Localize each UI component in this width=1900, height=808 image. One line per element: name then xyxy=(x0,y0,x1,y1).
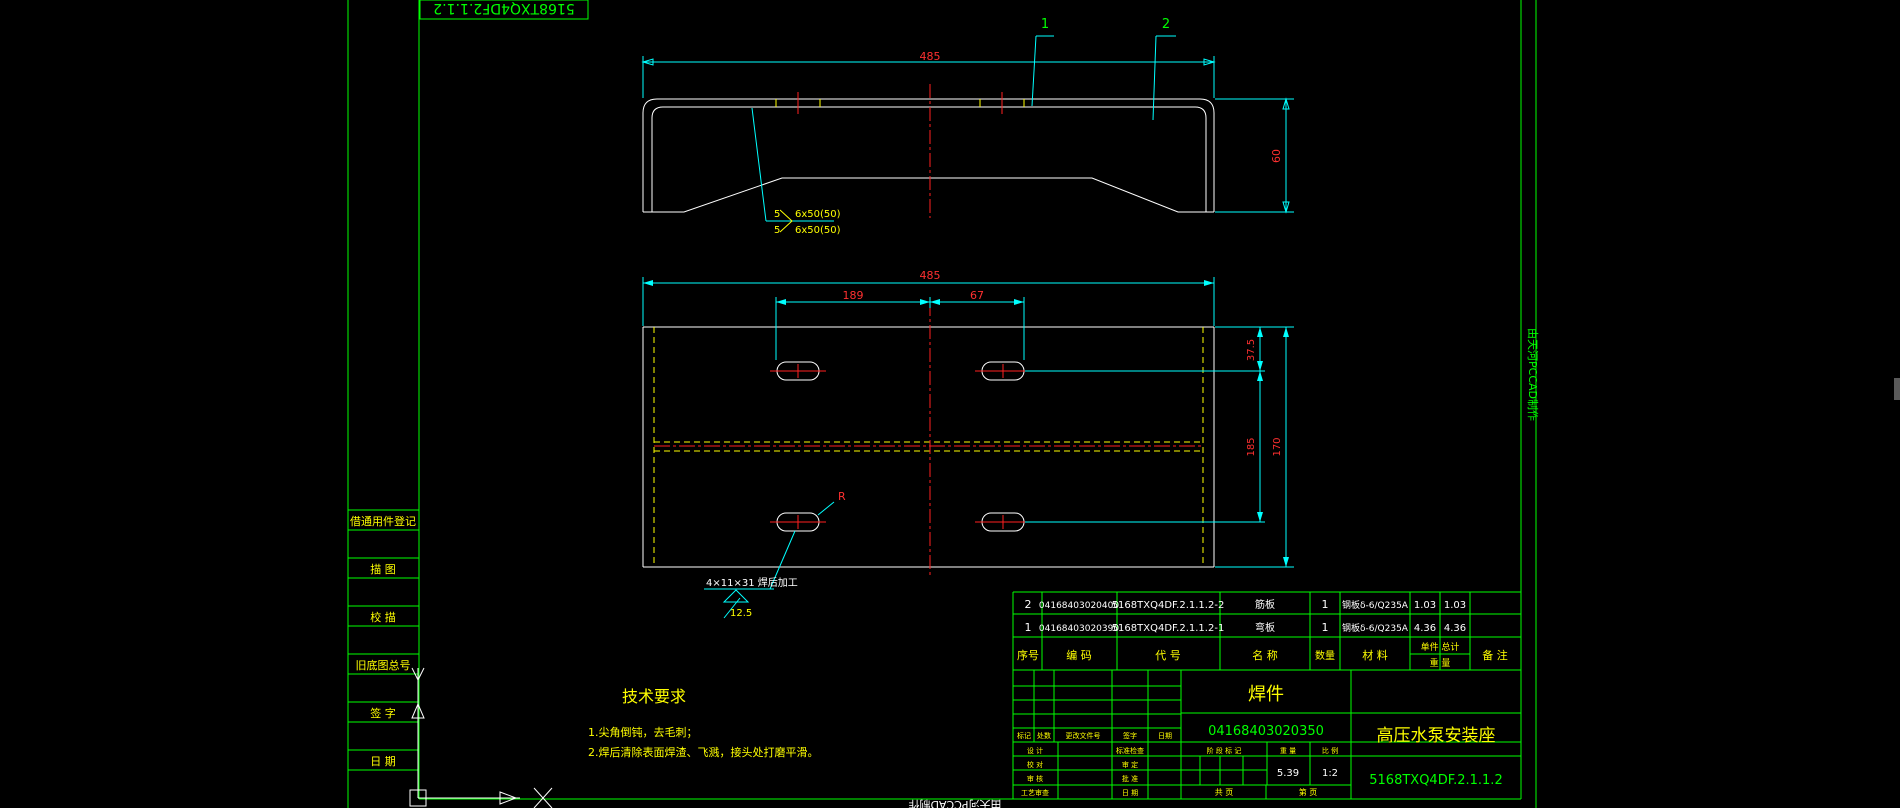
bottom-vertical-note: 由天河PCCAD制作 xyxy=(909,798,1002,808)
weld-bot-spec: 6x50(50) xyxy=(795,225,841,236)
sign-left-0: 设 计 xyxy=(1027,746,1043,755)
bom-r2-material: 钢板δ-6/Q235A xyxy=(1342,599,1409,611)
bom-r2-code: 04168403020400 xyxy=(1039,601,1119,611)
product-name: 高压水泵安装座 xyxy=(1377,726,1496,746)
tech-req-title: 技术要求 xyxy=(622,687,686,706)
bom-r1-name: 弯板 xyxy=(1255,621,1275,634)
weight-value: 5.39 xyxy=(1277,768,1299,779)
front-dim-length: 485 xyxy=(920,50,941,63)
radius-label: R xyxy=(838,490,846,503)
stamp-label-2: 校 描 xyxy=(370,610,396,624)
balloon-2: 2 xyxy=(1162,17,1170,32)
weld-top-num: 5 xyxy=(774,209,780,220)
sheet-total-label: 共 页 xyxy=(1215,788,1234,797)
scale-label: 比 例 xyxy=(1322,746,1338,755)
sheet-num-label: 第 页 xyxy=(1299,787,1318,797)
balloon-1: 1 xyxy=(1041,17,1049,32)
stage-label: 阶 段 标 记 xyxy=(1207,746,1242,755)
right-vertical-note: 由天河PCCAD制作 xyxy=(1526,328,1540,421)
top-dim-length: 485 xyxy=(920,269,941,282)
weld-top-spec: 6x50(50) xyxy=(795,209,841,220)
rev-label-1: 处数 xyxy=(1037,731,1051,740)
front-dim-height: 60 xyxy=(1270,149,1283,163)
scale-value: 1:2 xyxy=(1322,768,1338,779)
title-block-grid xyxy=(1013,670,1521,799)
bom-r1-qty: 1 xyxy=(1322,621,1329,634)
stamp-label-0: 借通用件登记 xyxy=(350,514,416,528)
top-dim-edge: 37.5 xyxy=(1246,339,1257,361)
front-view-part-outline xyxy=(642,84,1215,218)
part-name: 焊件 xyxy=(1248,684,1284,705)
rev-label-4: 日期 xyxy=(1158,732,1172,740)
weight-label: 重 量 xyxy=(1280,747,1296,755)
ucs-axis-icon xyxy=(409,667,553,808)
top-dim-hole-spacing: 185 xyxy=(1246,437,1257,456)
bom-h-qty: 数量 xyxy=(1315,649,1335,662)
rev-label-2: 更改文件号 xyxy=(1066,731,1101,740)
bom-r1-material: 钢板δ-6/Q235A xyxy=(1342,622,1409,634)
right-scrollbar-thumb[interactable] xyxy=(1894,378,1900,400)
bom-r1-drawing: 5168TXQ4DF.2.1.1.2-1 xyxy=(1112,623,1225,634)
top-view-dimensions xyxy=(642,277,1294,619)
bom-r2-total: 1.03 xyxy=(1444,600,1466,611)
bom-h-seq: 序号 xyxy=(1017,648,1039,662)
bom-r2-name: 筋板 xyxy=(1255,598,1275,611)
bom-r2-unit: 1.03 xyxy=(1414,600,1436,611)
hole-note: 4×11×31 焊后加工 xyxy=(706,577,798,589)
sign-left-1: 校 对 xyxy=(1027,760,1043,769)
top-left-drawing-number-stamp: 5168TXQ4DF2.1.1.2 xyxy=(419,0,589,20)
bom-h-remark: 备 注 xyxy=(1482,648,1508,662)
bom-h-name: 名 称 xyxy=(1252,648,1278,662)
top-dim-right: 67 xyxy=(970,289,984,302)
rev-label-0: 标记 xyxy=(1017,731,1031,740)
front-view-dimensions xyxy=(641,56,1294,214)
tech-req-line-2: 2.焊后清除表面焊渣、飞溅，接头处打磨平滑。 xyxy=(588,745,819,759)
sign-left-3: 工艺审查 xyxy=(1021,788,1049,797)
sign-left-2: 审 核 xyxy=(1027,774,1043,783)
bom-r2-seq: 2 xyxy=(1025,598,1032,611)
top-dim-left: 189 xyxy=(843,289,864,302)
stamp-label-5: 日 期 xyxy=(370,755,396,768)
sign-right-2: 批 准 xyxy=(1122,774,1138,783)
bom-h-code: 编 码 xyxy=(1066,648,1092,662)
top-view-part-outline xyxy=(642,302,1215,576)
bom-table-grid xyxy=(1012,591,1521,799)
top-dim-width: 170 xyxy=(1272,437,1283,456)
roughness-value: 12.5 xyxy=(730,608,752,619)
bom-h-material: 材 料 xyxy=(1362,648,1388,662)
bom-h-weight-bottom: 重 量 xyxy=(1430,657,1451,669)
bom-r1-total: 4.36 xyxy=(1444,623,1466,634)
bom-r1-seq: 1 xyxy=(1025,621,1032,634)
tech-req-line-1: 1.尖角倒钝，去毛刺； xyxy=(588,725,698,739)
bom-h-weight-top: 单件 总计 xyxy=(1421,641,1460,653)
front-view-part-balloons xyxy=(751,35,1176,233)
top-view-slotted-holes xyxy=(770,361,1031,532)
part-code: 04168403020350 xyxy=(1208,724,1324,739)
stamp-label-4: 签 字 xyxy=(370,706,396,720)
top-left-stamp-text: 5168TXQ4DF2.1.1.2 xyxy=(433,0,575,16)
bom-r1-code: 04168403020390 xyxy=(1039,624,1119,634)
stamp-label-1: 描 图 xyxy=(370,562,396,576)
bom-r2-qty: 1 xyxy=(1322,598,1329,611)
rev-label-3: 签字 xyxy=(1123,731,1137,740)
left-stamp-column xyxy=(348,509,419,771)
bom-r1-unit: 4.36 xyxy=(1414,623,1436,634)
sign-right-0: 标准检查 xyxy=(1116,746,1144,755)
drawing-number: 5168TXQ4DF.2.1.1.2 xyxy=(1369,773,1502,788)
sign-right-1: 审 定 xyxy=(1122,760,1138,769)
bom-r2-drawing: 5168TXQ4DF.2.1.1.2-2 xyxy=(1112,600,1225,611)
drawing-border xyxy=(347,0,1537,808)
bom-h-drawing: 代 号 xyxy=(1155,649,1181,662)
stamp-label-3: 旧底图总号 xyxy=(356,658,411,672)
weld-bot-num: 5 xyxy=(774,225,780,236)
sign-right-3: 日 期 xyxy=(1122,789,1138,797)
